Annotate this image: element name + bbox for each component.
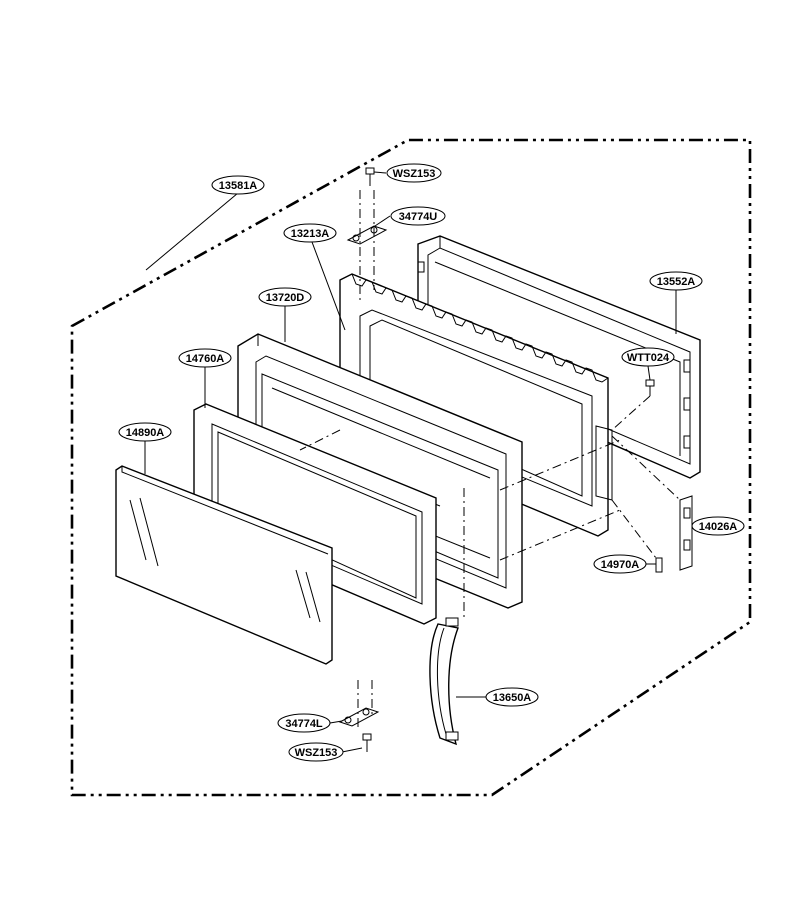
latch-spring-14970A bbox=[655, 557, 663, 573]
callout-14760A: 14760A bbox=[178, 348, 232, 368]
label-WTT024: WTT024 bbox=[627, 352, 670, 364]
callout-WSZ153-bottom: WSZ153 bbox=[288, 742, 344, 762]
door-glass-panel bbox=[115, 465, 333, 665]
label-WSZ153-top: WSZ153 bbox=[393, 168, 436, 180]
callout-14970A: 14970A bbox=[593, 554, 647, 574]
callout-13213A: 13213A bbox=[283, 223, 337, 243]
label-13213A: 13213A bbox=[291, 228, 330, 240]
label-WSZ153-bottom: WSZ153 bbox=[295, 747, 338, 759]
leader-lines bbox=[144, 171, 693, 753]
callout-34774U: 34774U bbox=[390, 206, 446, 226]
callout-13650A: 13650A bbox=[485, 687, 539, 707]
screw-wsz153-top bbox=[365, 167, 375, 186]
door-handle bbox=[429, 617, 459, 746]
callout-34774L: 34774L bbox=[277, 713, 331, 733]
assembly-guide-lines bbox=[299, 190, 681, 728]
label-14970A: 14970A bbox=[601, 559, 640, 571]
label-34774U: 34774U bbox=[399, 211, 438, 223]
label-13581A: 13581A bbox=[219, 180, 258, 192]
upper-hinge-34774U bbox=[346, 225, 388, 245]
callout-13720D: 13720D bbox=[258, 287, 312, 307]
callout-14890A: 14890A bbox=[118, 422, 172, 442]
label-13552A: 13552A bbox=[657, 276, 696, 288]
label-13720D: 13720D bbox=[266, 292, 305, 304]
label-34774L: 34774L bbox=[285, 718, 323, 730]
label-14760A: 14760A bbox=[186, 353, 225, 365]
label-14026A: 14026A bbox=[699, 521, 738, 533]
callout-WSZ153-top: WSZ153 bbox=[386, 163, 442, 183]
assembly-boundary bbox=[70, 138, 752, 797]
callout-WTT024: WTT024 bbox=[621, 347, 675, 367]
lower-hinge-34774L bbox=[338, 707, 380, 727]
label-13650A: 13650A bbox=[493, 692, 532, 704]
screw-wsz153-bottom bbox=[362, 733, 372, 752]
callout-14026A: 14026A bbox=[691, 516, 745, 536]
door-latch-14026A bbox=[679, 495, 693, 571]
callout-13581A: 13581A bbox=[211, 175, 265, 195]
label-14890A: 14890A bbox=[126, 427, 165, 439]
callout-13552A: 13552A bbox=[649, 271, 703, 291]
